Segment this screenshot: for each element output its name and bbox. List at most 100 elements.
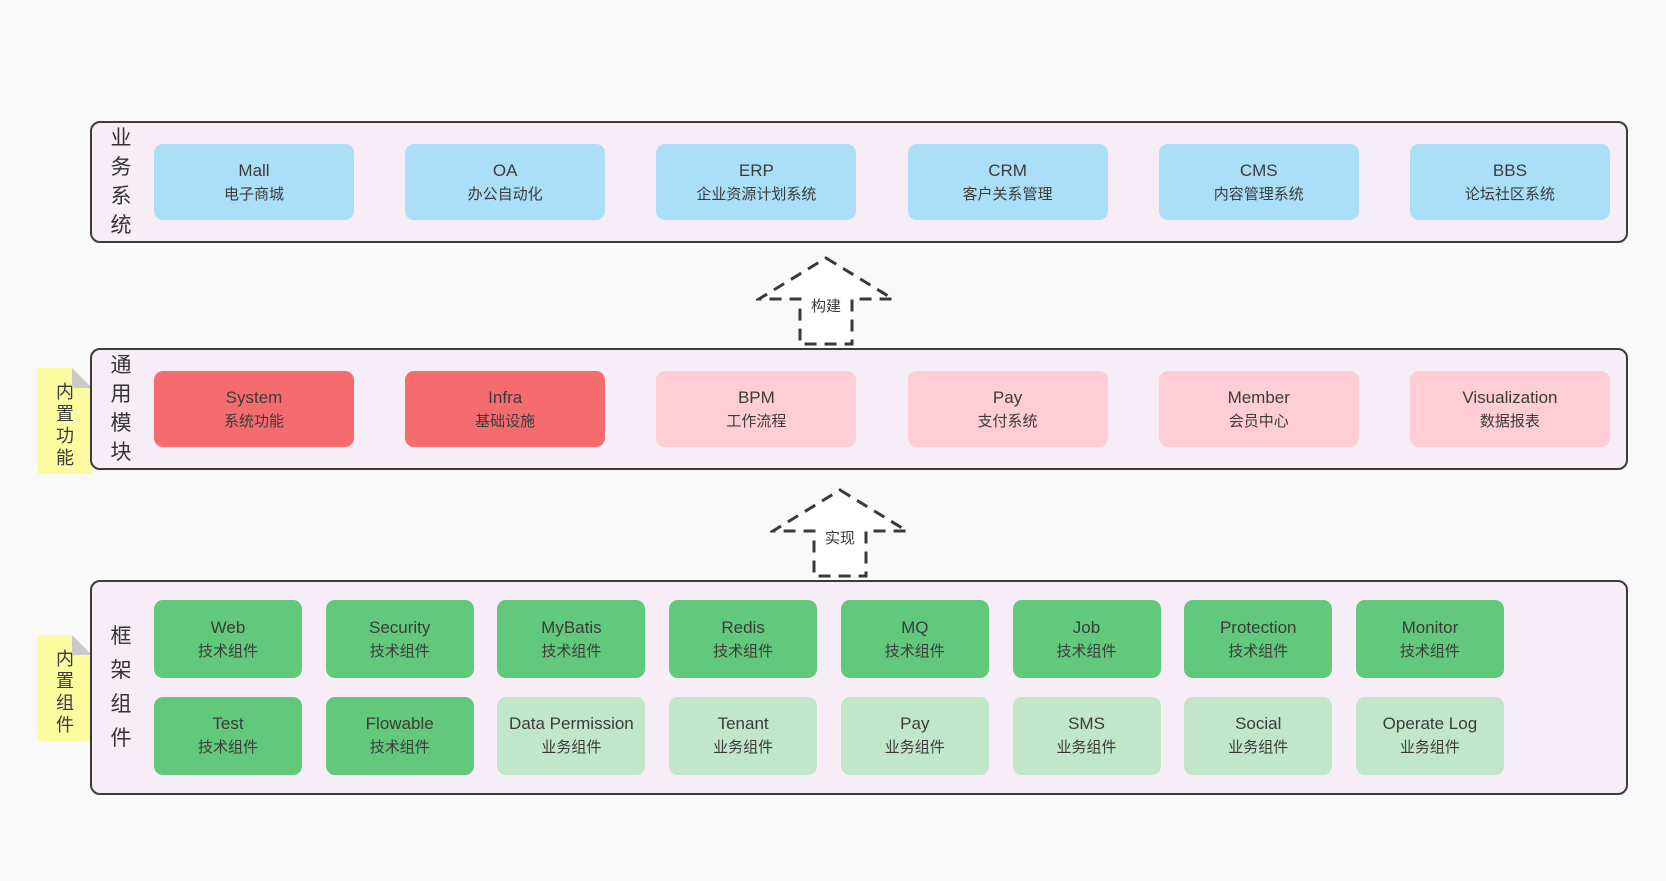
box-monitor: Monitor 技术组件 bbox=[1355, 600, 1504, 679]
box-subtitle: 技术组件 bbox=[197, 739, 258, 757]
box-title: SMS bbox=[1068, 714, 1105, 734]
box-subtitle: 技术组件 bbox=[1056, 642, 1117, 660]
box-title: Social bbox=[1235, 714, 1282, 734]
box-subtitle: 业务组件 bbox=[884, 739, 945, 757]
box-subtitle: 支付系统 bbox=[977, 412, 1038, 430]
box-title: Job bbox=[1072, 617, 1101, 637]
sticky-note-built-in-components: 内置组件 bbox=[38, 635, 92, 741]
box-member: Member 会员中心 bbox=[1158, 371, 1359, 447]
box-mall: Mall 电子商城 bbox=[154, 144, 354, 220]
components-row-2: Test 技术组件 Flowable 技术组件 Data Permission … bbox=[154, 696, 1504, 775]
box-title: CMS bbox=[1239, 160, 1278, 180]
box-title: BPM bbox=[737, 387, 775, 407]
modules-boxes-row: System 系统功能 Infra 基础设施 BPM 工作流程 Pay 支付系统… bbox=[134, 350, 1626, 468]
box-title: Test bbox=[212, 714, 244, 734]
box-subtitle: 技术组件 bbox=[1228, 642, 1289, 660]
box-job: Job 技术组件 bbox=[1012, 600, 1161, 679]
box-subtitle: 会员中心 bbox=[1228, 412, 1289, 430]
box-subtitle: 技术组件 bbox=[713, 642, 774, 660]
box-subtitle: 工作流程 bbox=[726, 412, 787, 430]
arrow-build: 构建 bbox=[753, 255, 899, 347]
box-flowable: Flowable 技术组件 bbox=[325, 696, 474, 775]
box-subtitle: 技术组件 bbox=[369, 739, 430, 757]
box-subtitle: 业务组件 bbox=[541, 739, 602, 757]
box-title: Mall bbox=[238, 160, 270, 180]
box-data-permission: Data Permission 业务组件 bbox=[497, 696, 646, 775]
box-subtitle: 系统功能 bbox=[223, 412, 284, 430]
box-pay-component: Pay 业务组件 bbox=[840, 696, 989, 775]
box-subtitle: 业务组件 bbox=[713, 739, 774, 757]
panel-framework-components: 框架组件 Web 技术组件 Security 技术组件 MyBatis 技术组件… bbox=[90, 580, 1628, 795]
box-pay-module: Pay 支付系统 bbox=[907, 371, 1108, 447]
box-crm: CRM 客户关系管理 bbox=[907, 144, 1108, 220]
folded-corner bbox=[72, 635, 92, 655]
box-tenant: Tenant 业务组件 bbox=[669, 696, 818, 775]
box-subtitle: 业务组件 bbox=[1399, 739, 1460, 757]
box-subtitle: 技术组件 bbox=[884, 642, 945, 660]
box-title: Redis bbox=[721, 617, 765, 637]
sticky-note-built-in-features: 内置功能 bbox=[38, 368, 92, 474]
sticky-note-label: 内置组件 bbox=[56, 649, 74, 735]
box-social: Social 业务组件 bbox=[1184, 696, 1333, 775]
box-title: System bbox=[225, 387, 283, 407]
box-title: Tenant bbox=[717, 714, 769, 734]
box-title: Visualization bbox=[1462, 387, 1558, 407]
box-title: Operate Log bbox=[1382, 714, 1478, 734]
box-erp: ERP 企业资源计划系统 bbox=[656, 144, 857, 220]
box-title: Member bbox=[1227, 387, 1290, 407]
box-web: Web 技术组件 bbox=[154, 600, 302, 679]
folded-corner bbox=[72, 368, 92, 388]
box-title: Protection bbox=[1219, 617, 1297, 637]
box-mq: MQ 技术组件 bbox=[840, 600, 989, 679]
box-subtitle: 论坛社区系统 bbox=[1464, 185, 1555, 203]
components-rows: Web 技术组件 Security 技术组件 MyBatis 技术组件 Redi… bbox=[134, 582, 1626, 793]
box-title: Data Permission bbox=[509, 714, 634, 734]
panel-common-modules: 通用模块 System 系统功能 Infra 基础设施 BPM 工作流程 Pay… bbox=[90, 348, 1628, 470]
box-title: Web bbox=[210, 617, 246, 637]
panel-business-systems: 业务系统 Mall 电子商城 OA 办公自动化 ERP 企业资源计划系统 CRM… bbox=[90, 121, 1628, 243]
box-subtitle: 技术组件 bbox=[541, 642, 602, 660]
box-title: OA bbox=[492, 160, 518, 180]
box-system: System 系统功能 bbox=[154, 371, 354, 447]
box-cms: CMS 内容管理系统 bbox=[1158, 144, 1359, 220]
box-subtitle: 企业资源计划系统 bbox=[696, 185, 817, 203]
box-subtitle: 业务组件 bbox=[1056, 739, 1117, 757]
panel-label-framework-components: 框架组件 bbox=[110, 624, 132, 750]
box-redis: Redis 技术组件 bbox=[669, 600, 818, 679]
panel-label-business-systems: 业务系统 bbox=[110, 127, 132, 237]
box-security: Security 技术组件 bbox=[325, 600, 474, 679]
box-title: Pay bbox=[900, 714, 930, 734]
box-title: Pay bbox=[992, 387, 1023, 407]
box-subtitle: 数据报表 bbox=[1479, 412, 1540, 430]
box-protection: Protection 技术组件 bbox=[1184, 600, 1333, 679]
box-title: BBS bbox=[1492, 160, 1527, 180]
box-title: MyBatis bbox=[541, 617, 602, 637]
box-oa: OA 办公自动化 bbox=[405, 144, 606, 220]
box-sms: SMS 业务组件 bbox=[1012, 696, 1161, 775]
box-title: Flowable bbox=[365, 714, 434, 734]
box-title: Monitor bbox=[1401, 617, 1459, 637]
arrow-implement-label: 实现 bbox=[821, 527, 859, 548]
box-subtitle: 基础设施 bbox=[475, 412, 536, 430]
box-bbs: BBS 论坛社区系统 bbox=[1409, 144, 1610, 220]
box-subtitle: 技术组件 bbox=[197, 642, 258, 660]
box-subtitle: 内容管理系统 bbox=[1213, 185, 1304, 203]
box-title: CRM bbox=[988, 160, 1027, 180]
box-subtitle: 业务组件 bbox=[1228, 739, 1289, 757]
box-mybatis: MyBatis 技术组件 bbox=[497, 600, 646, 679]
sticky-note-label: 内置功能 bbox=[56, 382, 74, 468]
box-title: Security bbox=[368, 617, 431, 637]
panel-label-common-modules: 通用模块 bbox=[110, 354, 132, 464]
box-title: ERP bbox=[738, 160, 774, 180]
box-test: Test 技术组件 bbox=[154, 696, 302, 775]
box-subtitle: 客户关系管理 bbox=[962, 185, 1053, 203]
components-row-1: Web 技术组件 Security 技术组件 MyBatis 技术组件 Redi… bbox=[154, 600, 1504, 679]
box-subtitle: 技术组件 bbox=[369, 642, 430, 660]
box-title: Infra bbox=[488, 387, 523, 407]
box-bpm: BPM 工作流程 bbox=[656, 371, 857, 447]
box-subtitle: 办公自动化 bbox=[467, 185, 543, 203]
box-subtitle: 技术组件 bbox=[1399, 642, 1460, 660]
box-subtitle: 电子商城 bbox=[223, 185, 284, 203]
arrow-implement: 实现 bbox=[767, 487, 913, 579]
